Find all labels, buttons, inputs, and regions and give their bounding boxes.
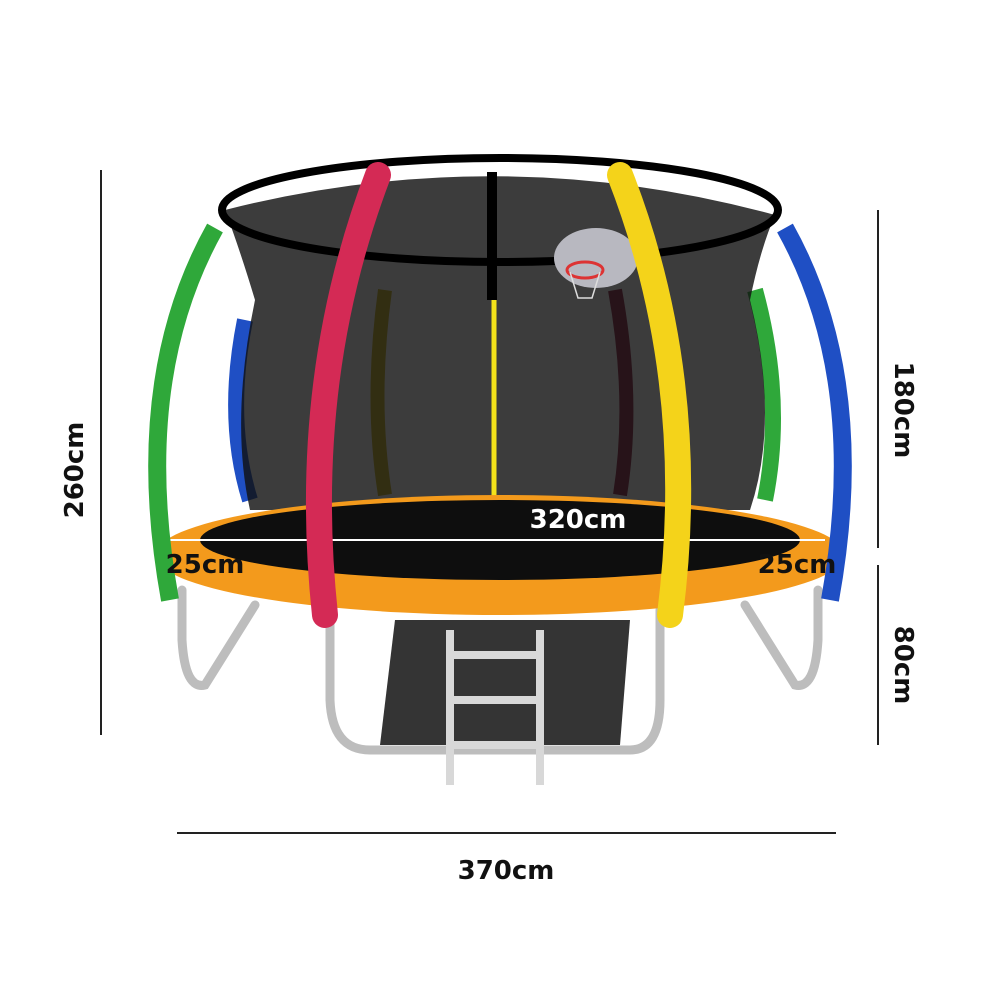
total-height-label: 260cm <box>60 421 90 519</box>
pole-green-back <box>747 287 781 502</box>
net-height-label: 180cm <box>888 361 918 459</box>
net-top-ring <box>218 154 782 266</box>
pole-blue-back <box>228 318 258 503</box>
frame-height-label: 80cm <box>888 625 918 705</box>
ladder <box>446 630 544 785</box>
pad-right-label: 25cm <box>757 550 837 580</box>
basketball-hoop <box>554 228 638 299</box>
total-width-label: 370cm <box>457 856 555 886</box>
pole-green <box>148 223 223 602</box>
pad-left-label: 25cm <box>165 550 245 580</box>
pole-red <box>305 162 391 628</box>
frame-legs <box>177 585 823 755</box>
mat-diameter-label: 320cm <box>529 505 627 535</box>
pole-yellow <box>607 162 692 628</box>
under-net <box>380 620 630 745</box>
pole-blue <box>777 223 852 602</box>
